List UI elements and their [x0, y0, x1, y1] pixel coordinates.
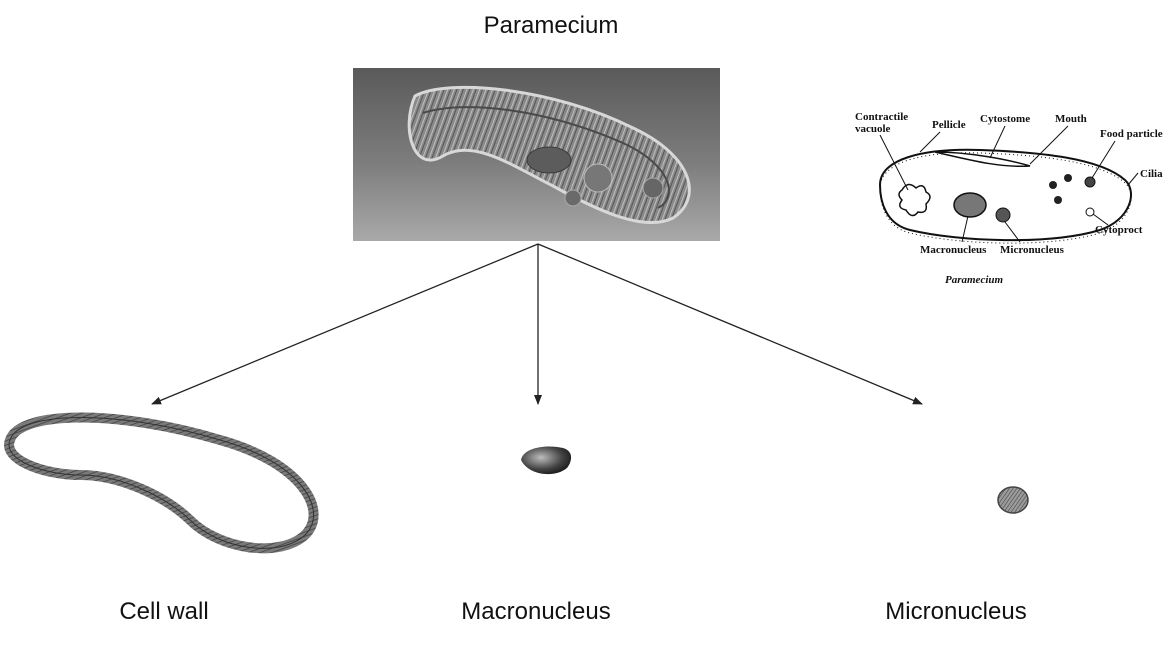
arrow-to-cell-wall: [152, 244, 538, 404]
micronucleus-label: Micronucleus: [885, 598, 1026, 626]
micronucleus-render: [993, 480, 1033, 520]
macronucleus-label: Macronucleus: [461, 598, 610, 626]
cell-wall-render: [0, 400, 330, 560]
arrow-to-micronucleus: [538, 244, 922, 404]
macronucleus-render: [515, 440, 575, 480]
cell-wall-label: Cell wall: [119, 598, 208, 626]
